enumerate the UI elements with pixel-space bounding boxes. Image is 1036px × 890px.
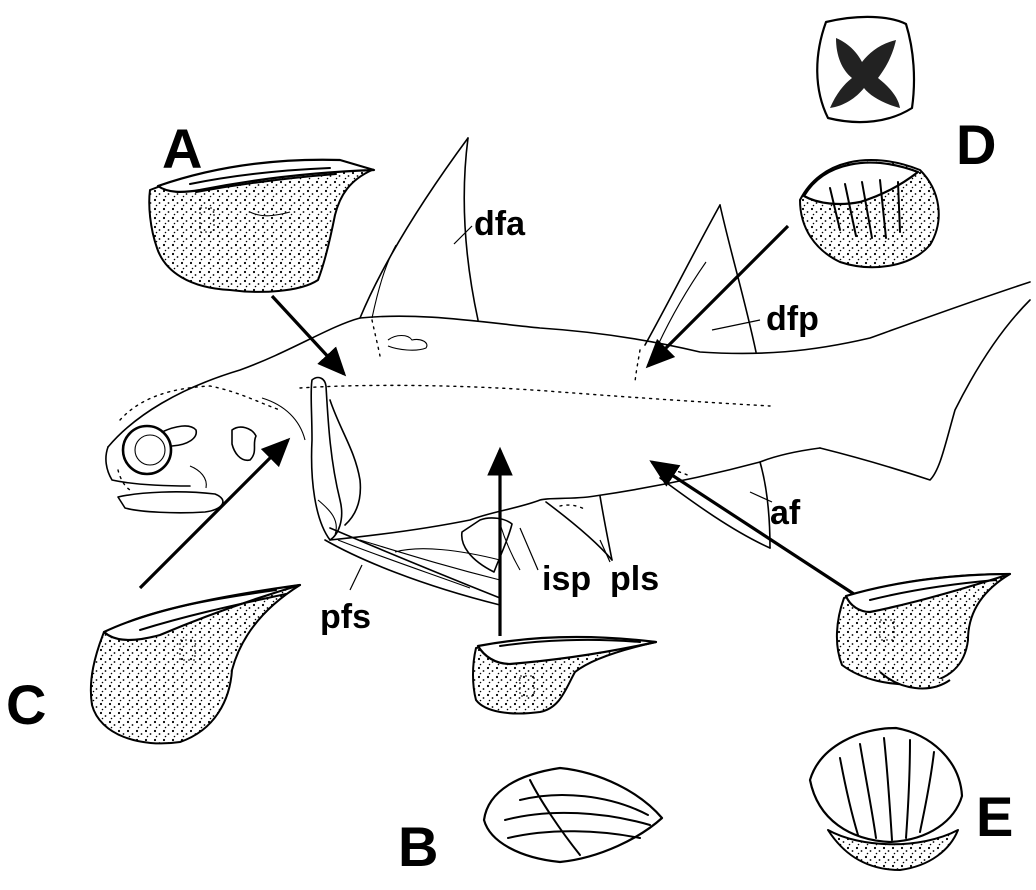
scale-C-drawing — [91, 585, 300, 743]
label-pfs: pfs — [320, 598, 371, 636]
label-af-group: af — [750, 492, 801, 532]
panel-letter-D: D — [956, 113, 996, 176]
scale-af-drawing — [837, 574, 1010, 688]
isp-pointer-line — [520, 528, 538, 570]
panel-letter-E: E — [976, 785, 1013, 848]
scale-B-side-drawing — [473, 637, 656, 713]
label-dfp: dfp — [766, 300, 819, 338]
scale-D-side-drawing — [800, 160, 939, 267]
scale-E-drawing — [810, 728, 962, 870]
label-dfa: dfa — [474, 205, 526, 243]
scale-D-top-drawing — [817, 17, 914, 122]
af-pointer-line — [750, 492, 772, 502]
pfs-pointer-line — [350, 565, 362, 590]
arrow-D-to-dorsal — [648, 226, 788, 366]
arrow-E-to-anal — [652, 462, 860, 598]
label-pls: pls — [610, 560, 659, 598]
label-dfp-group: dfp — [712, 300, 819, 338]
arrow-A-to-trunk — [272, 296, 344, 374]
dfp-pointer-line — [712, 320, 760, 330]
panel-letter-B: B — [398, 815, 438, 878]
panel-letter-C: C — [6, 673, 46, 736]
label-pfs-group: pfs — [320, 565, 371, 636]
panel-letter-A: A — [162, 117, 202, 180]
label-isp: isp — [542, 560, 591, 598]
arrow-C-to-head — [140, 440, 288, 588]
label-isp-group: isp — [520, 528, 591, 598]
label-af: af — [770, 494, 801, 532]
dfa-pointer-line — [454, 226, 472, 244]
label-pls-group: pls — [600, 540, 659, 598]
scale-B-top-drawing — [484, 768, 662, 862]
